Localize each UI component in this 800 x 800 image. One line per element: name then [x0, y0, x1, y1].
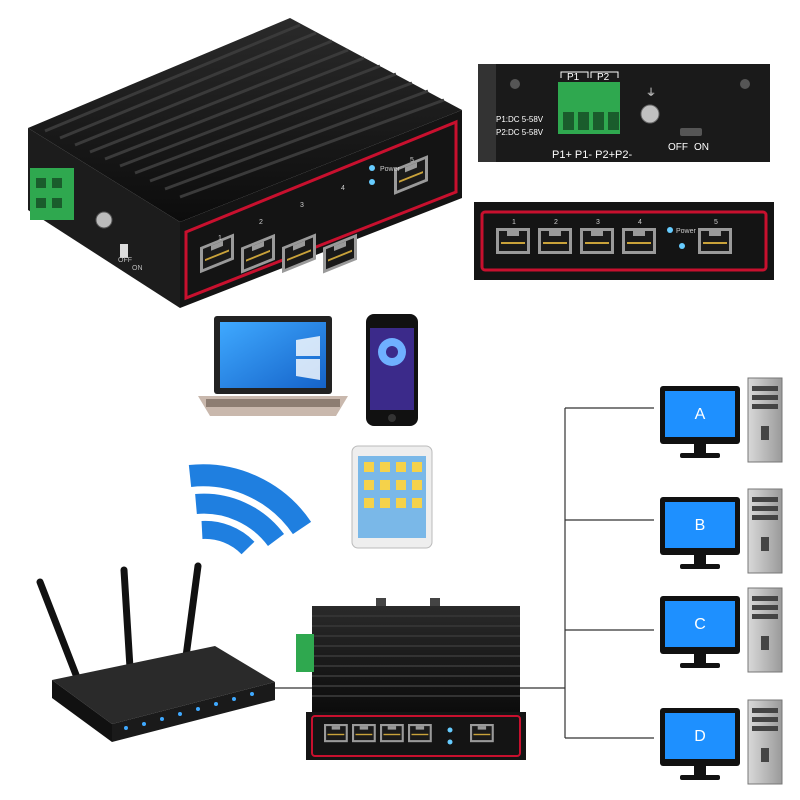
ground-screw-icon [95, 211, 113, 229]
terminal-p2-label: P2 [597, 72, 610, 83]
terminal-p1-label: P1 [567, 72, 580, 83]
power-toggle [120, 244, 128, 258]
computer-label: C [694, 616, 706, 633]
port-number: 4 [341, 185, 345, 192]
wifi-icon [188, 464, 312, 555]
computer-d: D [659, 699, 783, 785]
computer-label: A [695, 406, 706, 423]
power-led-icon [667, 227, 673, 233]
port-number: 2 [554, 219, 558, 226]
on-label: ON [694, 142, 709, 153]
port-number: 1 [512, 219, 516, 226]
dc-input-1: P1:DC 5-58V [496, 115, 544, 124]
terminal-polarity-label: P1+ P1- P2+P2- [552, 149, 632, 161]
port-number: 5 [410, 157, 414, 164]
power-led-icon [369, 165, 375, 171]
power-terminal-block [30, 168, 74, 220]
off-label: OFF [118, 257, 132, 264]
power-label: Power [380, 166, 401, 173]
power-terminal-block [296, 634, 314, 672]
power-label: Power [676, 228, 697, 235]
power-panel-view: P1 P2 P1:DC 5-58V P2:DC 5-58V P1+ P1- P2… [478, 64, 770, 162]
power-toggle [680, 128, 702, 136]
router-icon [36, 562, 275, 742]
port-number: 3 [596, 219, 600, 226]
port-number: 5 [714, 219, 718, 226]
ground-icon: ⏚ [646, 87, 656, 99]
computer-label: D [694, 728, 706, 745]
switch-bottom [296, 598, 526, 760]
status-led-icon [369, 179, 375, 185]
port-number: 4 [638, 219, 642, 226]
smartphone-icon [366, 314, 418, 426]
network-links [275, 407, 654, 739]
status-led-icon [679, 243, 685, 249]
front-panel-view: 1 2 3 4 5 Power [474, 202, 774, 280]
computer-a: A [659, 377, 783, 463]
ground-screw-icon [640, 104, 660, 124]
computer-label: B [695, 517, 706, 534]
port-number: 3 [300, 202, 304, 209]
off-label: OFF [668, 142, 688, 153]
port-number: 2 [259, 219, 263, 226]
switch-top-view: Power 1 2 3 4 5 OFF ON [28, 18, 462, 308]
dc-input-2: P2:DC 5-58V [496, 128, 544, 137]
computer-c: C [659, 587, 783, 673]
computer-b: B [659, 488, 783, 574]
port-number: 1 [218, 235, 222, 242]
tablet-icon [351, 445, 433, 549]
laptop-icon [198, 316, 348, 416]
on-label: ON [132, 265, 143, 272]
